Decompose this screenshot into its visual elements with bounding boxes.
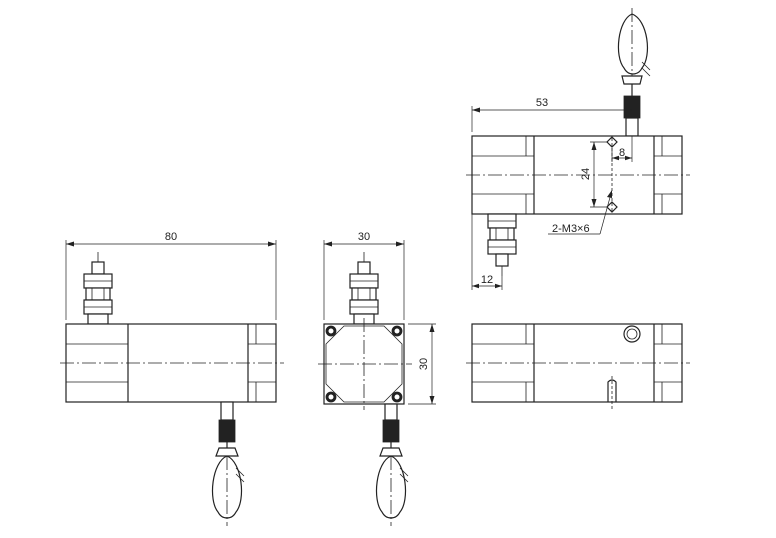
mounting-hole-callout: 2-M3×6 [548,189,613,235]
front-top-connector [83,252,113,325]
front-pull-wire [211,401,245,526]
front-length-dimension: 80 [65,231,277,320]
hole-spacing-dimension: 24 [580,141,608,208]
dim-connector-offset: 12 [481,274,493,286]
dim-hole-spacing: 24 [580,168,592,180]
side-width-dimension: 30 [323,231,405,320]
side-corner-screws [325,325,403,403]
dim-front-length: 80 [165,231,177,243]
front-view: 80 [60,231,284,526]
dim-side-width: 30 [358,231,370,243]
top-length-dimension: 53 [471,97,632,132]
top-pull-wire [617,8,651,137]
side-height-dimension: 30 [408,323,436,405]
connector-offset-dimension: 12 [471,214,503,290]
dim-hole-offset: 8 [619,147,625,159]
mounting-hole-note: 2-M3×6 [552,223,590,235]
side-pull-wire [375,403,409,526]
hole-offset-dimension: 8 [611,136,633,162]
side-view: 30 30 [318,231,436,526]
top-connector [487,213,517,276]
side-top-connector [349,252,379,325]
dim-side-height: 30 [418,358,430,370]
top-view: 53 24 8 12 [466,8,690,290]
bottom-view [466,323,690,410]
dim-top-length: 53 [536,97,548,109]
